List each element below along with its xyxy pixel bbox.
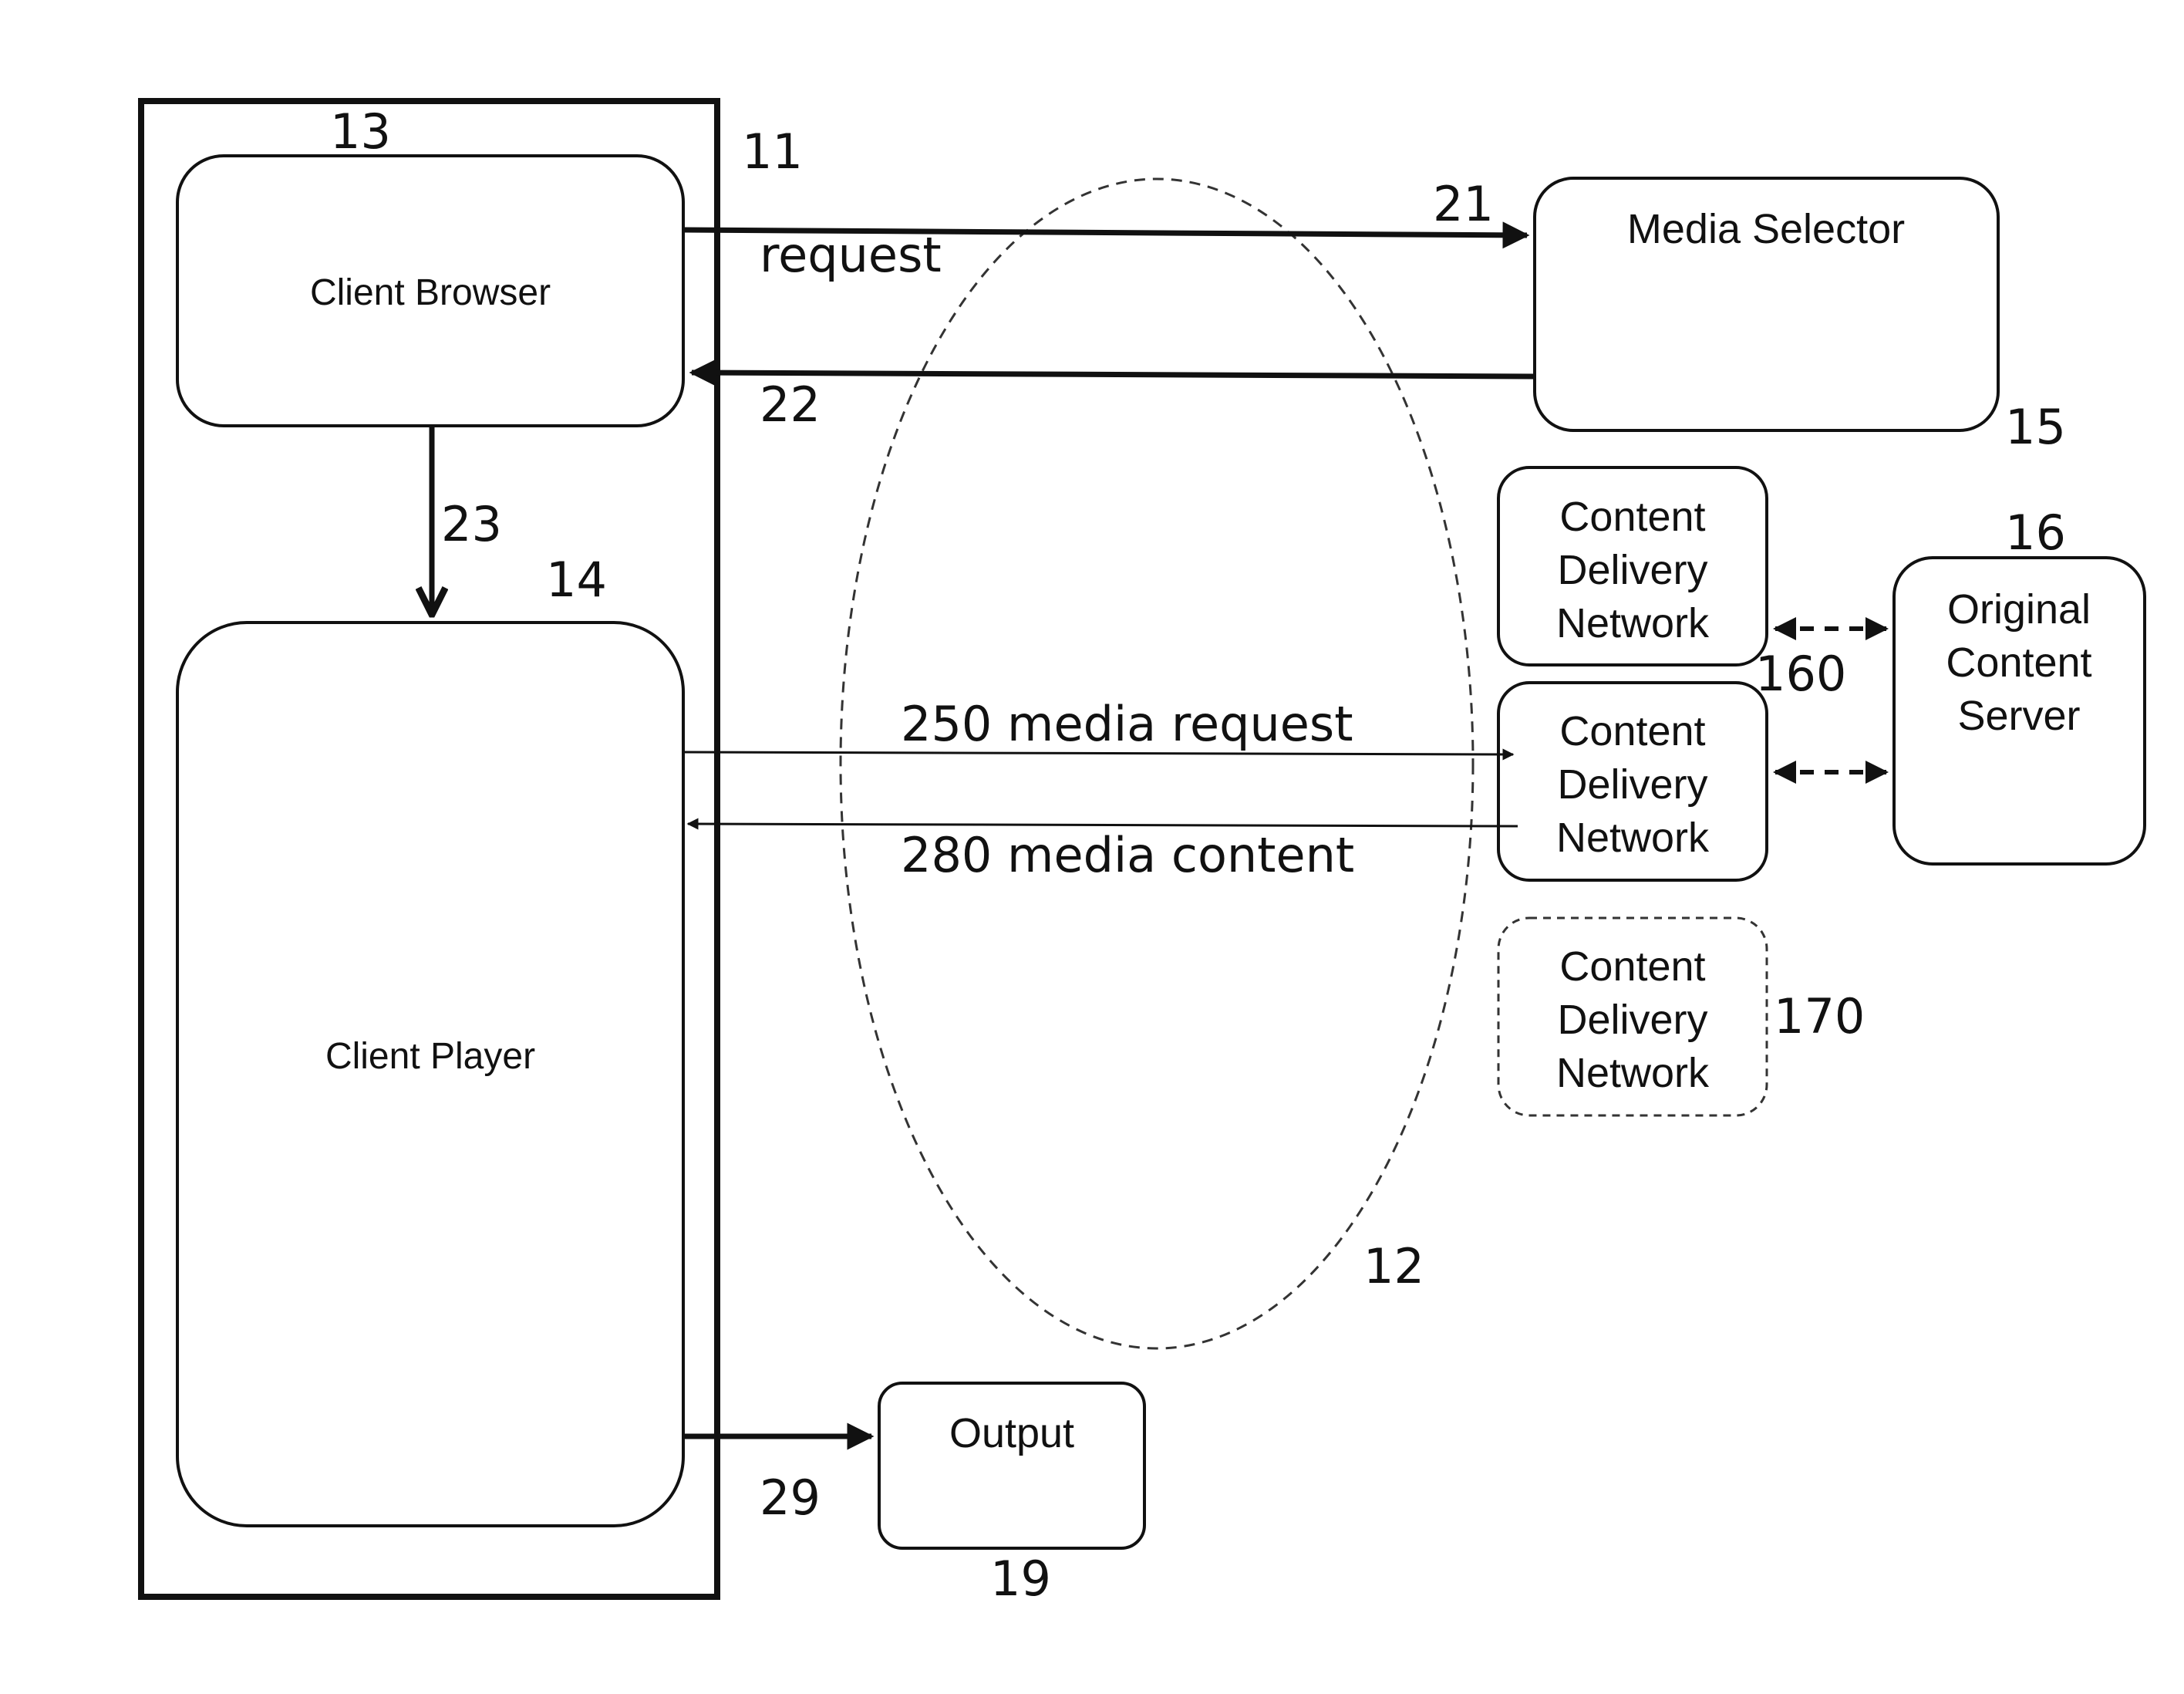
media-content-label: 280 media content xyxy=(901,827,1354,883)
ref-160: 160 xyxy=(1755,646,1846,702)
ref-11: 11 xyxy=(742,123,803,180)
media-request-arrow xyxy=(683,752,1513,754)
ref-170: 170 xyxy=(1774,988,1865,1044)
ref-22: 22 xyxy=(760,376,821,433)
ref-21: 21 xyxy=(1433,176,1494,232)
media-content-arrow xyxy=(688,824,1518,826)
ref-16: 16 xyxy=(2005,504,2066,561)
cdn-160-line3: Network xyxy=(1556,600,1710,646)
media-request-label: 250 media request xyxy=(901,696,1353,752)
network-ellipse xyxy=(841,179,1473,1348)
cdn-middle-line1: Content xyxy=(1559,708,1705,754)
ocs-line2: Content xyxy=(1946,639,2091,686)
request-label: request xyxy=(760,227,942,283)
cdn-middle-line3: Network xyxy=(1556,815,1710,861)
ref-13: 13 xyxy=(330,103,391,160)
ocs-line1: Original xyxy=(1947,586,2091,633)
ref-19: 19 xyxy=(990,1551,1051,1607)
cdn-170-line1: Content xyxy=(1559,943,1705,990)
cdn-middle-line2: Delivery xyxy=(1557,761,1707,808)
ocs-line3: Server xyxy=(1957,693,2080,739)
output-label: Output xyxy=(949,1410,1074,1456)
client-browser-label: Client Browser xyxy=(310,272,551,313)
ref-23: 23 xyxy=(441,496,502,552)
client-device-box xyxy=(141,101,717,1597)
cdn-160-line1: Content xyxy=(1559,494,1705,540)
ref-15: 15 xyxy=(2005,399,2066,455)
cdn-170-line3: Network xyxy=(1556,1050,1710,1096)
client-player-label: Client Player xyxy=(325,1036,535,1077)
ref-14: 14 xyxy=(546,552,607,608)
output-box xyxy=(879,1383,1144,1548)
cdn-160-line2: Delivery xyxy=(1557,547,1707,593)
ref-12: 12 xyxy=(1363,1238,1424,1294)
cdn-170-line2: Delivery xyxy=(1557,997,1707,1043)
ref-29: 29 xyxy=(760,1470,821,1526)
media-selector-label: Media Selector xyxy=(1627,206,1905,252)
